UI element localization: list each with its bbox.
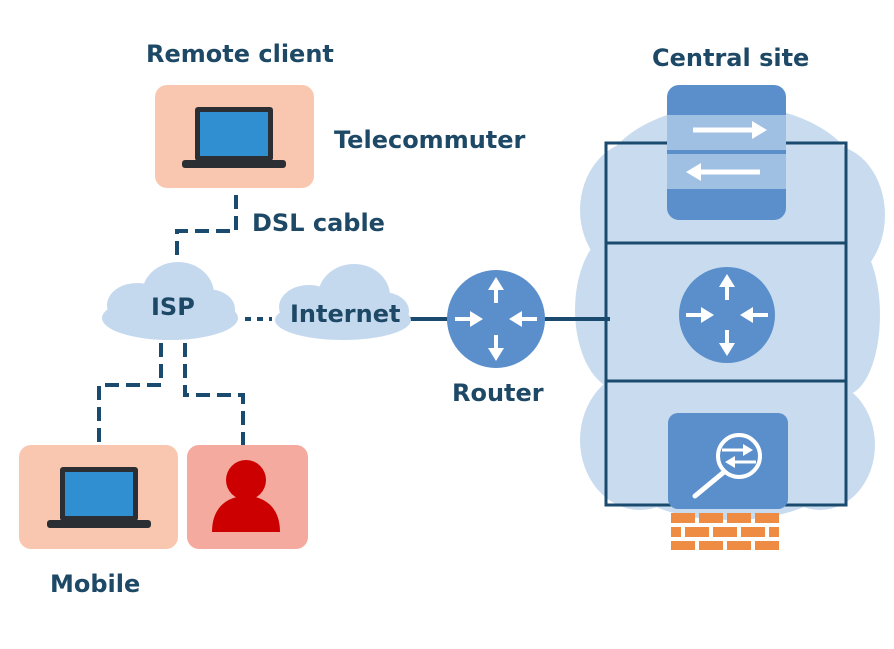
mobile-label: Mobile: [50, 570, 141, 598]
router-label: Router: [452, 379, 544, 407]
laptop-icon: [47, 467, 151, 528]
internet-label: Internet: [290, 300, 401, 328]
firewall-icon: [668, 413, 788, 509]
router-icon: [447, 270, 545, 368]
firewall-bricks: [671, 513, 779, 550]
connections: [97, 195, 610, 445]
telecommuter-label: Telecommuter: [334, 126, 526, 154]
remote-client-label: Remote client: [146, 40, 334, 68]
switch-icon: [667, 85, 786, 220]
central-site-label: Central site: [652, 44, 810, 72]
internet-cloud-icon: [275, 264, 411, 340]
mobile-user: [187, 445, 308, 549]
dsl-cable-label: DSL cable: [252, 209, 385, 237]
telecommuter-laptop: [155, 85, 314, 188]
mobile-laptop: [19, 445, 178, 549]
isp-label: ISP: [151, 293, 195, 321]
central-router-icon: [679, 267, 775, 363]
isp-cloud-icon: [102, 262, 238, 340]
user-icon: [212, 460, 280, 532]
laptop-icon: [182, 107, 286, 168]
